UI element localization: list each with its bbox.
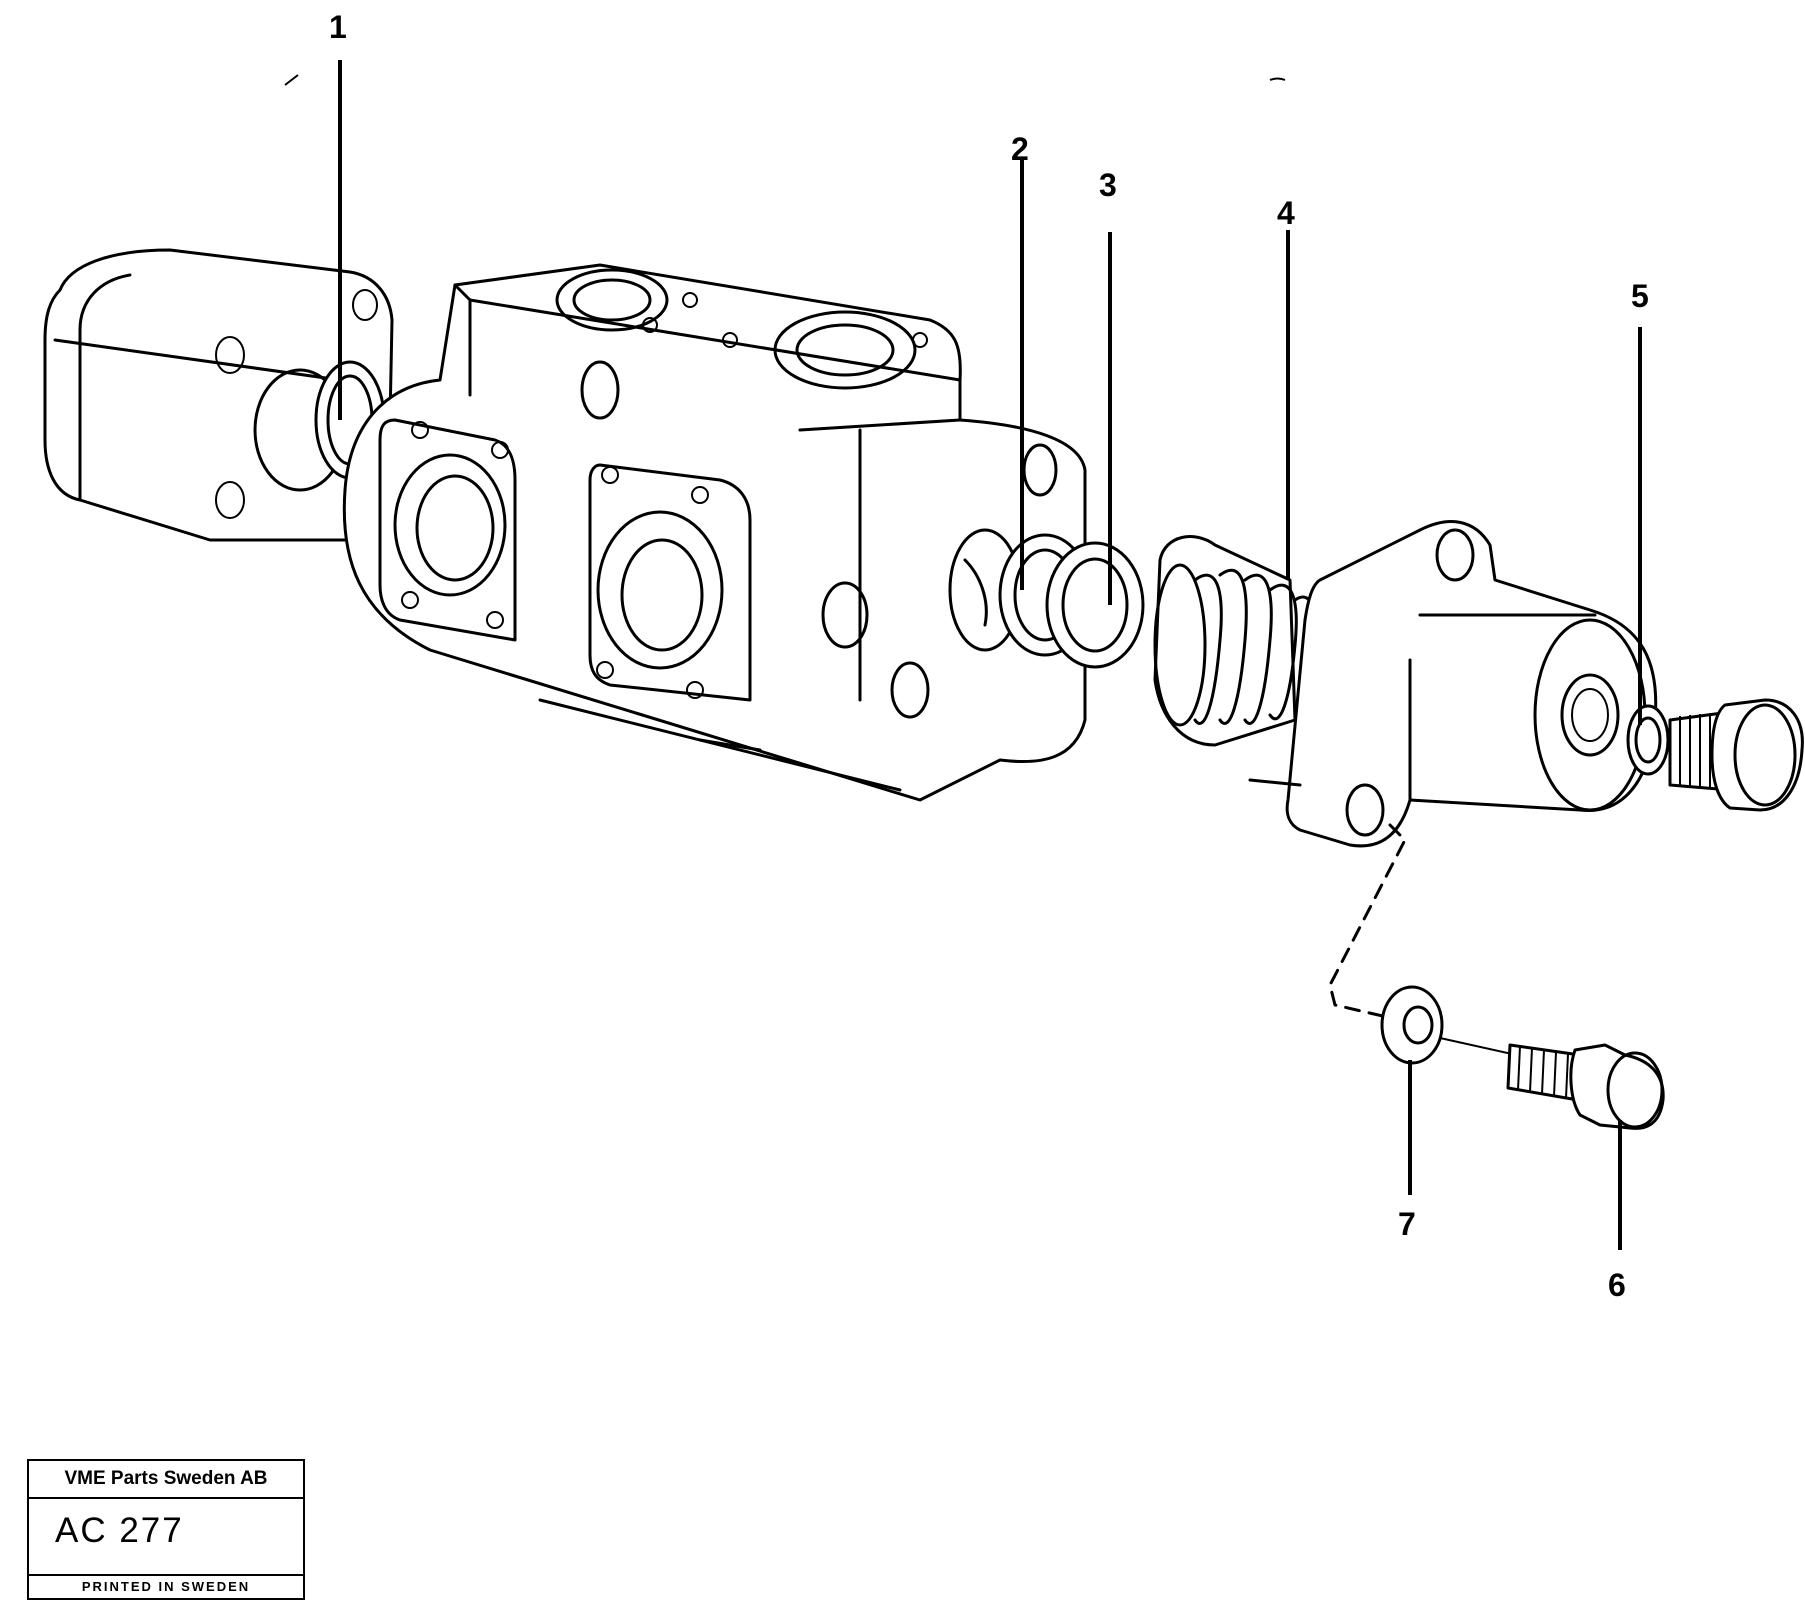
washer-5 xyxy=(1626,704,1670,776)
callout-4: 4 xyxy=(1277,195,1295,231)
valve-body xyxy=(342,263,1087,802)
drawing-code: AC 277 xyxy=(55,1511,184,1550)
plug-5 xyxy=(1668,698,1804,812)
title-block: VME Parts Sweden AB AC 277 PRINTED IN SW… xyxy=(27,1459,305,1600)
valve-cover-housing xyxy=(1248,520,1658,848)
callout-2: 2 xyxy=(1011,131,1029,167)
callout-6: 6 xyxy=(1608,1267,1626,1303)
callout-3: 3 xyxy=(1099,167,1117,203)
washer-7 xyxy=(1380,985,1444,1065)
leader-lines xyxy=(338,60,1642,1250)
callout-1: 1 xyxy=(329,9,347,45)
callout-7: 7 xyxy=(1398,1206,1416,1242)
company-name: VME Parts Sweden AB xyxy=(29,1461,303,1499)
printed-note: PRINTED IN SWEDEN xyxy=(29,1574,303,1598)
callout-5: 5 xyxy=(1631,278,1649,314)
spring-assembly-4 xyxy=(1153,535,1318,747)
washer-3 xyxy=(1045,541,1145,669)
screw-6 xyxy=(1506,1043,1665,1130)
